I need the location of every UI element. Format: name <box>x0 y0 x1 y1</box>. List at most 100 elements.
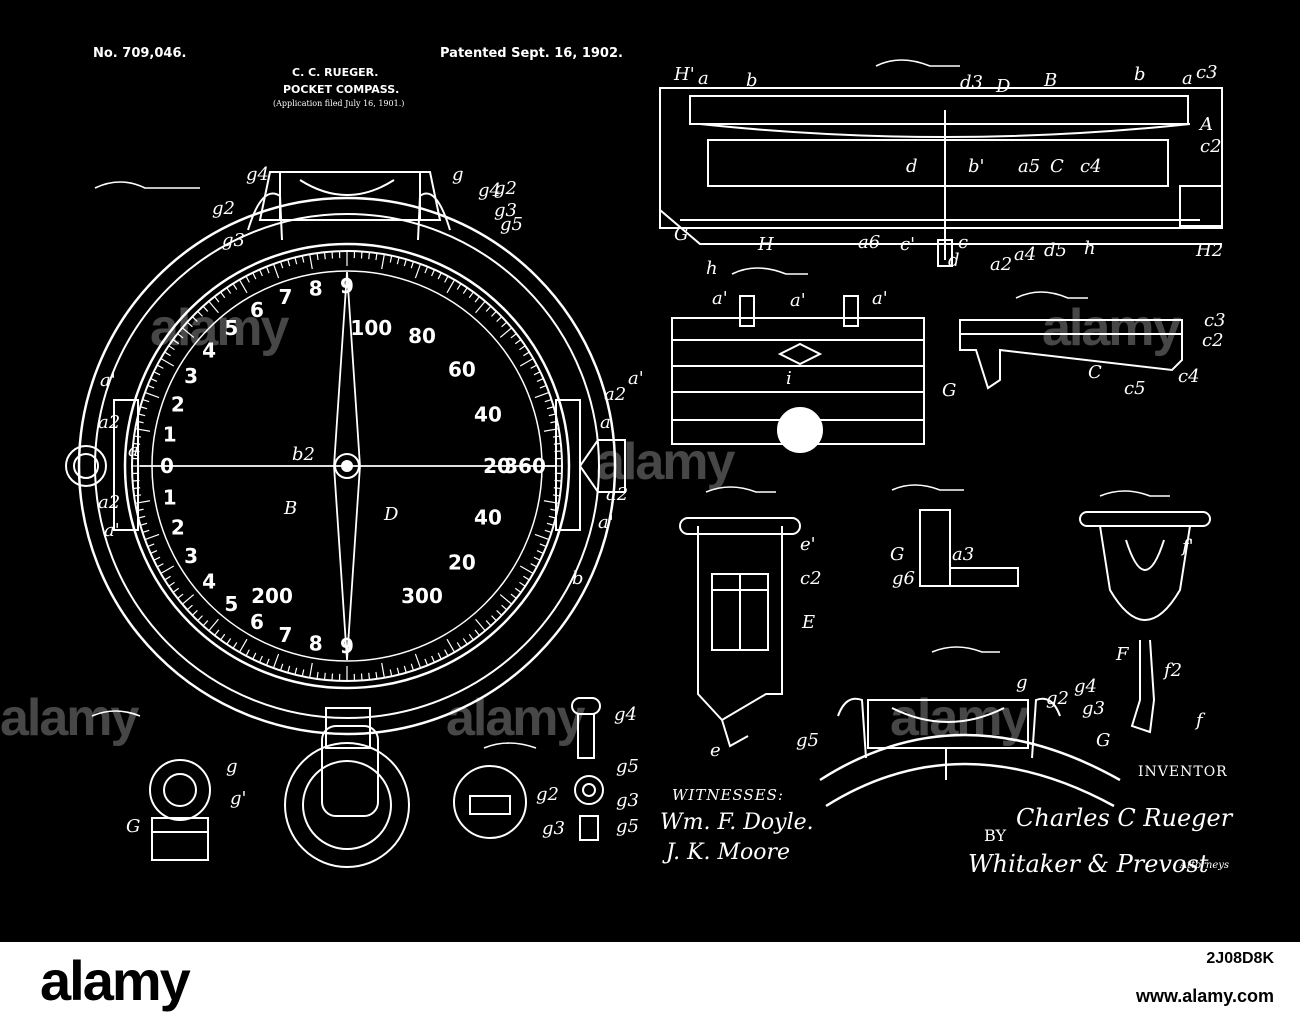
fig6-clip-detail <box>680 518 800 746</box>
dial-tick <box>382 663 385 678</box>
dial-tick <box>545 400 552 402</box>
dial-tick <box>491 311 496 316</box>
dial-tick <box>151 551 157 554</box>
dial-tick <box>523 352 529 356</box>
dial-tick <box>390 669 391 676</box>
fig4-reference-letter: c2 <box>1202 330 1224 351</box>
dial-degree-label: 0 <box>160 454 174 478</box>
dial-tick <box>192 610 197 615</box>
dial-tick <box>411 262 413 269</box>
dial-tick <box>475 297 479 303</box>
dial-tick <box>140 407 147 409</box>
dial-tick <box>554 444 561 445</box>
dial-tick <box>535 392 549 397</box>
fig3-heading-mark <box>732 268 808 274</box>
dial-tick <box>165 576 171 580</box>
dial-tick <box>486 621 491 626</box>
footer-meta: 2J08D8K www.alamy.com <box>1136 950 1274 1007</box>
dial-degree-label: 8 <box>309 631 323 655</box>
dial-tick <box>215 630 219 636</box>
dial-tick <box>475 630 479 636</box>
watermark: alamy <box>596 432 733 492</box>
dial-tick <box>198 616 203 621</box>
dial-degree-label: 2 <box>171 392 185 416</box>
dial-tick <box>447 280 455 293</box>
dial-bearing-label: 360 <box>504 454 546 478</box>
dial-tick <box>415 654 420 668</box>
fig7-reference-letter: f <box>1194 710 1206 731</box>
dial-tick <box>376 672 377 679</box>
dial-tick <box>133 488 140 489</box>
dial-degree-label: 2 <box>171 516 185 540</box>
dial-tick <box>415 264 420 278</box>
fig2-reference-letter: c2 <box>1200 136 1222 157</box>
witness-signature-2: J. K. Moore <box>666 840 790 865</box>
patent-date: Patented Sept. 16, 1902. <box>440 46 623 61</box>
dial-tick <box>540 544 546 547</box>
fig2-reference-letter: c <box>958 232 968 253</box>
fig2-reference-letter: C <box>1050 156 1064 177</box>
dial-bearing-label: 20 <box>448 550 476 574</box>
invention-title: POCKET COMPASS. <box>283 83 399 96</box>
dial-tick <box>390 256 391 263</box>
attorneys-signature: Whitaker & Prevost <box>968 850 1208 878</box>
dial-tick <box>438 653 441 659</box>
fig1-reference-letter: g2 <box>212 198 235 219</box>
fig6-reference-letter: E <box>801 612 815 633</box>
dial-tick <box>310 663 313 678</box>
dial-tick <box>151 379 157 382</box>
watermark: alamy <box>1042 298 1179 358</box>
fig1-reference-letter: a <box>128 440 139 461</box>
dial-tick <box>161 359 174 367</box>
dial-degree-label: 9 <box>340 274 354 298</box>
fig4-reference-letter: c5 <box>1124 378 1146 399</box>
dial-tick <box>203 621 208 626</box>
dial-tick <box>233 284 237 290</box>
fig2-reference-letter: H2 <box>1195 240 1223 261</box>
dial-tick <box>325 673 326 680</box>
fig2-reference-letter: A <box>1198 114 1213 135</box>
dial-tick <box>260 656 263 662</box>
dial-tick <box>227 288 231 294</box>
fig2-cross-section <box>660 88 1222 266</box>
fig4-reference-letter: c4 <box>1178 366 1200 387</box>
dial-degree-label: 1 <box>163 423 177 447</box>
fig8-reference-letter: g3 <box>1082 698 1105 719</box>
dial-tick <box>476 301 486 312</box>
dial-tick <box>325 252 326 259</box>
dial-degree-label: 3 <box>184 364 198 388</box>
fig3-reference-letter: i <box>786 368 792 389</box>
dial-tick <box>519 582 525 586</box>
fig2-reference-letter: d3 <box>960 72 983 93</box>
dial-tick <box>425 267 428 273</box>
dial-tick <box>209 619 219 630</box>
dial-tick <box>447 639 455 652</box>
dial-tick <box>266 267 269 273</box>
dial-tick <box>411 664 413 671</box>
dial-tick <box>425 659 428 665</box>
dial-tick <box>486 306 491 311</box>
dial-tick <box>260 270 263 276</box>
fig1a-reference-letter: g' <box>230 788 246 809</box>
dial-tick <box>545 530 552 532</box>
fig4-reference-letter: C <box>1088 362 1102 383</box>
fig6-reference-letter: e <box>710 740 721 761</box>
fig1b-reference-letter: g3 <box>542 818 565 839</box>
dial-tick <box>240 639 248 652</box>
fig8-reference-letter: G <box>1096 730 1110 751</box>
fig3-reference-letter: a' <box>872 288 888 309</box>
dial-tick <box>500 328 511 338</box>
site-url[interactable]: www.alamy.com <box>1136 986 1274 1007</box>
fig5-reference-letter: a3 <box>952 544 974 565</box>
alamy-logo[interactable]: alamy <box>40 948 189 1013</box>
fig2-reference-letter: c' <box>900 234 915 255</box>
dial-tick <box>288 259 290 266</box>
fig2-reference-letter: a4 <box>1014 244 1036 265</box>
watermark: alamy <box>0 688 137 748</box>
fig1a-reference-letter: g <box>226 756 238 777</box>
dial-tick <box>138 414 145 416</box>
fig1-reference-letter: g3 <box>222 230 245 251</box>
dial-tick <box>549 414 556 416</box>
fig5-reference-letter: G <box>890 544 904 565</box>
application-date: (Application filed July 16, 1901.) <box>273 99 404 108</box>
